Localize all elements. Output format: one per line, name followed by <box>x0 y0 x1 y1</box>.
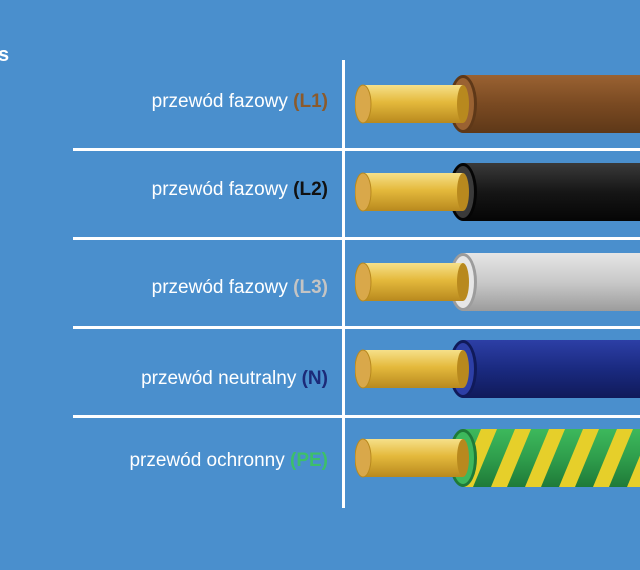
insulation-body <box>463 253 640 311</box>
copper-shadow <box>457 173 469 211</box>
copper-conductor <box>363 173 463 211</box>
stripe <box>593 429 633 487</box>
wire-pe-illustration <box>355 429 640 487</box>
copper-shadow <box>457 439 469 477</box>
vertical-divider <box>342 60 345 508</box>
copper-end-face <box>355 172 372 212</box>
wire-n-illustration <box>355 340 640 398</box>
wire-code: (L2) <box>293 179 328 200</box>
copper-shadow <box>457 263 469 301</box>
copper-end-face <box>355 438 372 478</box>
row-divider <box>73 237 640 240</box>
wire-code: (PE) <box>290 450 328 471</box>
insulation-body <box>463 163 640 221</box>
stripe <box>559 429 599 487</box>
wire-label: przewód ochronny (PE) <box>129 446 328 476</box>
copper-conductor <box>363 439 463 477</box>
insulation-body <box>463 340 640 398</box>
wire-l2-illustration <box>355 163 640 221</box>
wire-l3-illustration <box>355 253 640 311</box>
wire-code: (L1) <box>293 91 328 112</box>
copper-conductor <box>363 85 463 123</box>
copper-end-face <box>355 349 372 389</box>
wire-name: przewód fazowy <box>151 277 288 298</box>
wire-code: (L3) <box>293 277 328 298</box>
wire-name: przewód fazowy <box>151 179 288 200</box>
copper-end-face <box>355 262 372 302</box>
stripe <box>525 429 565 487</box>
wire-label: przewód fazowy (L3) <box>152 273 328 303</box>
wire-name: przewód fazowy <box>151 91 288 112</box>
stripe <box>491 429 531 487</box>
insulation-body <box>463 75 640 133</box>
row-divider <box>73 326 640 329</box>
wire-code: (N) <box>301 368 328 389</box>
copper-conductor <box>363 350 463 388</box>
corner-letter: s <box>0 44 10 66</box>
copper-conductor <box>363 263 463 301</box>
copper-end-face <box>355 84 372 124</box>
wire-label: przewód fazowy (L2) <box>152 175 328 205</box>
row-divider <box>73 148 640 151</box>
wire-l1-illustration <box>355 75 640 133</box>
copper-shadow <box>457 85 469 123</box>
wire-label: przewód neutralny (N) <box>141 364 328 394</box>
wire-name: przewód neutralny <box>141 368 297 389</box>
row-divider <box>73 415 640 418</box>
wire-name: przewód ochronny <box>129 450 285 471</box>
wire-label: przewód fazowy (L1) <box>152 87 328 117</box>
copper-shadow <box>457 350 469 388</box>
